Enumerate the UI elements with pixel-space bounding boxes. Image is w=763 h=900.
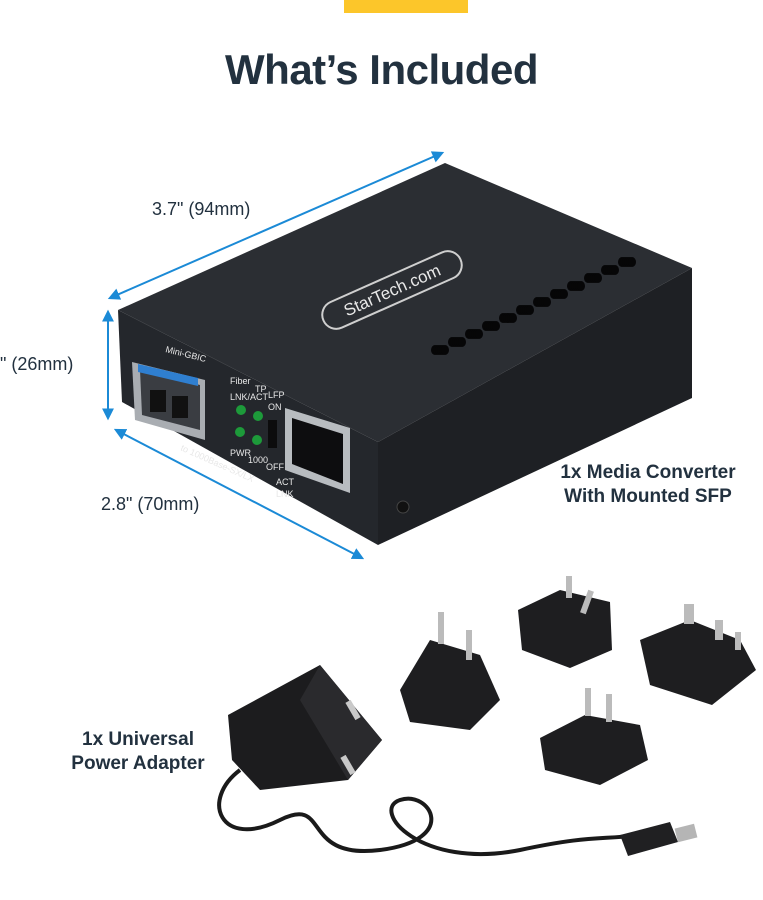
- width-dimension: 2.8" (70mm): [101, 494, 200, 514]
- accent-bar: [344, 0, 468, 13]
- vent-hole: [611, 265, 619, 275]
- width-arrow: [113, 428, 365, 560]
- vent-hole: [560, 289, 568, 299]
- caption-line: 1x Universal: [82, 729, 194, 750]
- vent-hole: [492, 321, 500, 331]
- vent-hole: [577, 281, 585, 291]
- height-dimension: 1" (26mm): [0, 354, 74, 374]
- rj45-port[interactable]: [285, 408, 350, 493]
- svg-text:OFF: OFF: [266, 462, 284, 472]
- vent-hole: [509, 313, 517, 323]
- status-leds: [235, 405, 263, 445]
- vent-hole: [628, 257, 636, 267]
- vent-hole: [526, 305, 534, 315]
- screw-icon: [396, 500, 410, 514]
- plug-au: [518, 576, 612, 668]
- power-adapter-caption: 1x Universal Power Adapter: [58, 728, 218, 776]
- plug-eu: [400, 612, 500, 730]
- vent-holes: [431, 257, 636, 355]
- media-converter: document.currentScript && (function(){})…: [118, 163, 692, 545]
- power-adapter: [217, 665, 698, 857]
- caption-line: With Mounted SFP: [564, 486, 732, 507]
- plug-uk: [640, 604, 756, 705]
- length-dimension: 3.7" (94mm): [152, 199, 251, 219]
- svg-text:LNK: LNK: [276, 489, 294, 499]
- svg-text:Fiber: Fiber: [230, 376, 251, 386]
- svg-text:ACT: ACT: [276, 477, 295, 487]
- media-converter-caption: 1x Media Converter With Mounted SFP: [548, 461, 748, 509]
- vent-hole: [594, 273, 602, 283]
- length-arrow: [107, 151, 445, 300]
- vent-hole: [543, 297, 551, 307]
- svg-text:PWR: PWR: [230, 448, 251, 458]
- svg-text:TP: TP: [255, 384, 267, 394]
- svg-text:ON: ON: [268, 402, 282, 412]
- svg-text:1000: 1000: [248, 455, 268, 465]
- vent-hole: [458, 337, 466, 347]
- lfp-switch[interactable]: [268, 420, 277, 448]
- vent-hole: [441, 345, 449, 355]
- svg-text:LFP: LFP: [268, 390, 285, 400]
- caption-line: 1x Media Converter: [560, 462, 736, 483]
- caption-line: Power Adapter: [71, 753, 205, 774]
- plug-us: [540, 688, 648, 785]
- sfp-module[interactable]: [132, 362, 205, 440]
- page-title: What’s Included: [225, 46, 538, 93]
- vent-hole: [475, 329, 483, 339]
- svg-text:LNK/ACT: LNK/ACT: [230, 392, 269, 402]
